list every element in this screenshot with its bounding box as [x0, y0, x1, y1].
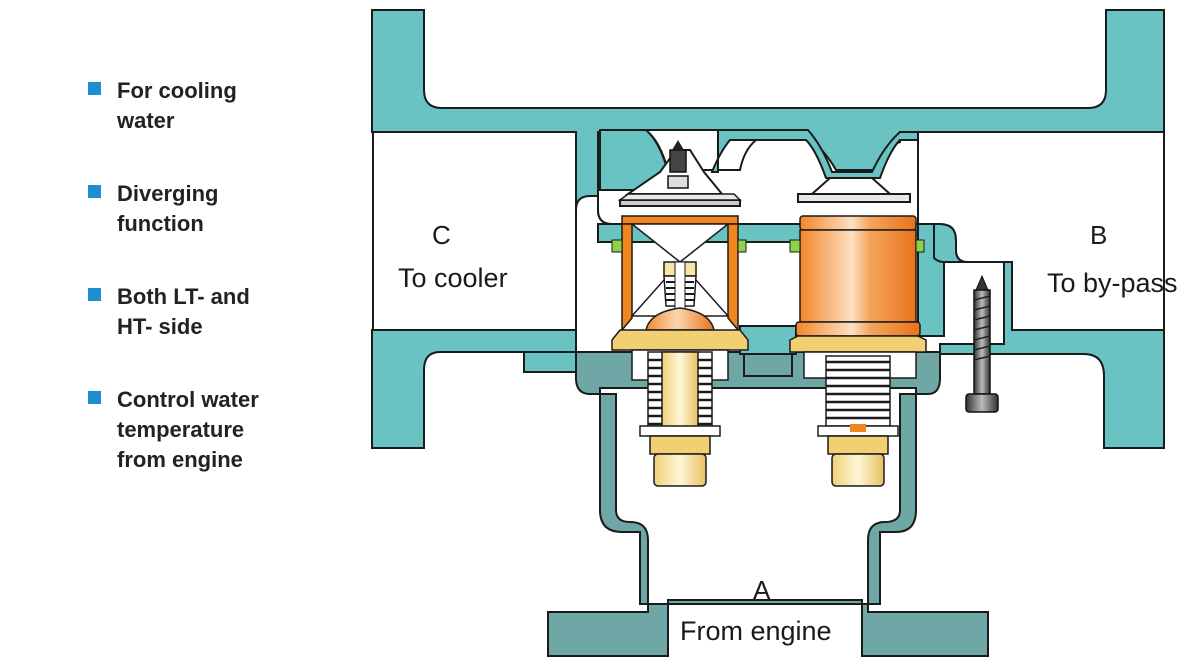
port-b-name: To by-pass — [1047, 268, 1178, 298]
partition-foot — [743, 353, 793, 377]
port-a-name: From engine — [680, 616, 832, 646]
port-c-channel — [372, 131, 577, 331]
lower-valve-body — [523, 351, 989, 657]
port-b-channel — [917, 131, 1165, 331]
port-a-letter: A — [753, 575, 771, 605]
port-b-letter: B — [1090, 220, 1107, 250]
flange-bolt — [965, 274, 999, 413]
port-c-letter: C — [432, 220, 451, 250]
bullet-text: Both LT- and HT- side — [117, 284, 250, 339]
bullet-square-icon — [88, 288, 101, 301]
bullet-text: Control water temperature from engine — [117, 387, 259, 472]
bullet-square-icon — [88, 185, 101, 198]
port-c-name: To cooler — [398, 263, 508, 293]
inner-wall-mid — [710, 129, 919, 179]
right-thermostat-element — [789, 177, 927, 487]
bullet-text: For cooling water — [117, 78, 237, 133]
bullet-square-icon — [88, 82, 101, 95]
left-thermostat-element — [611, 140, 749, 487]
bullet-square-icon — [88, 391, 101, 404]
bullet-text: Diverging function — [117, 181, 219, 236]
